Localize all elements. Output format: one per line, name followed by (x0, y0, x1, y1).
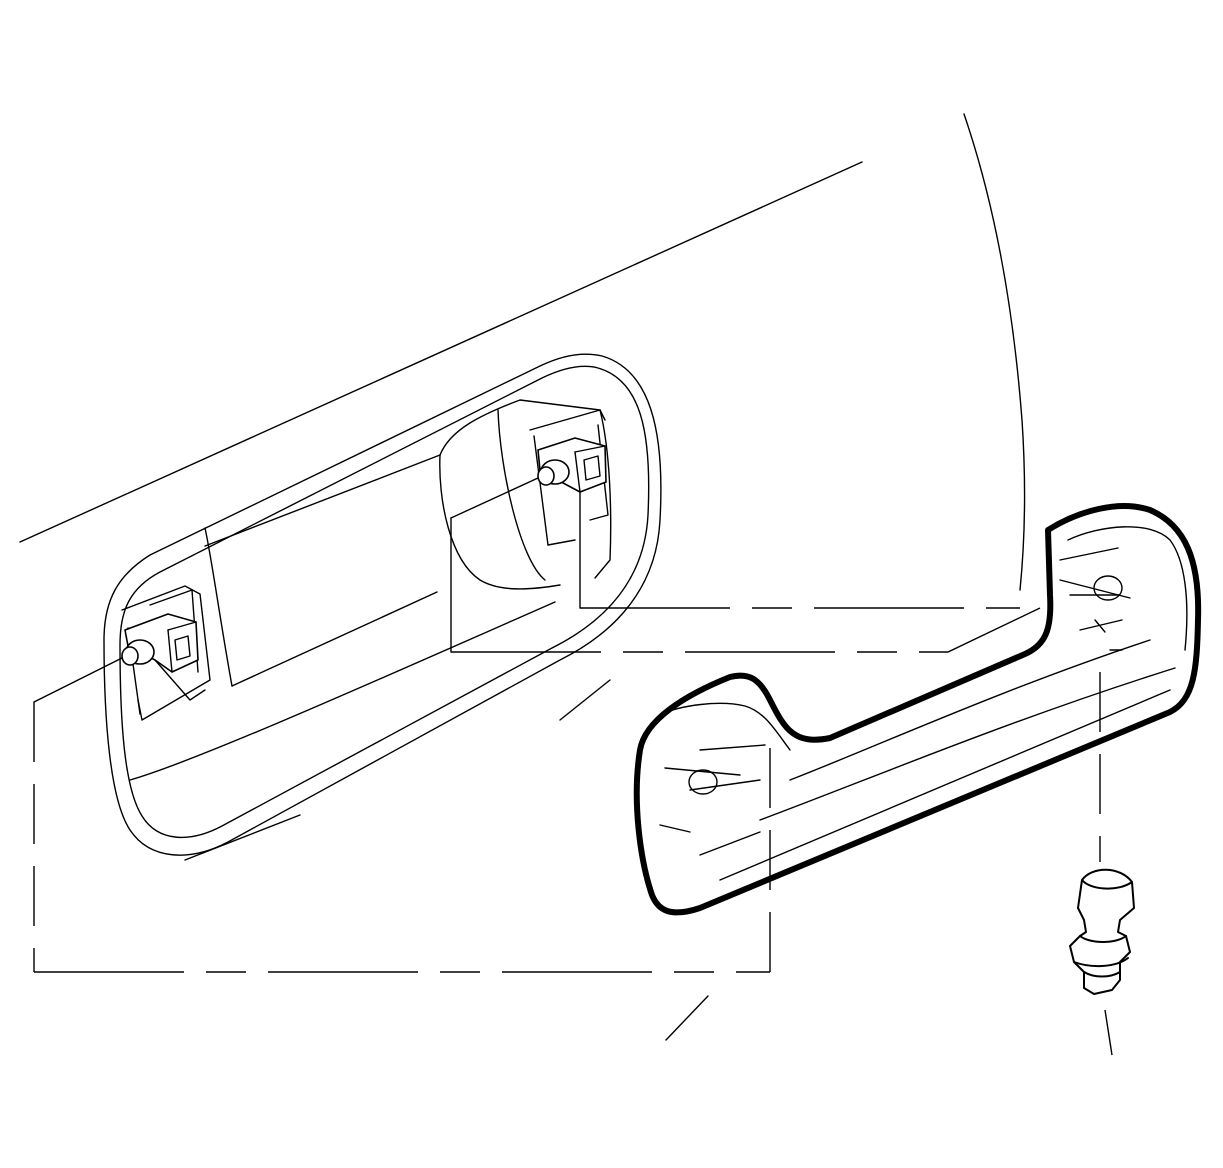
handle-outline (633, 503, 1202, 916)
assist-handle (633, 503, 1202, 916)
panel-edge-lower (665, 995, 709, 1041)
roof-panel (19, 113, 1026, 1041)
recess-outer-outline (103, 353, 662, 856)
panel-edge-upper (19, 161, 863, 543)
recess-inner-outline (119, 365, 650, 839)
assembly-leader-lines (33, 477, 1113, 1056)
handle-mounting-recess (103, 353, 662, 861)
left-mounting-stud (121, 585, 211, 721)
right-mounting-stud (529, 409, 609, 546)
panel-edge-curve (963, 113, 1026, 591)
retaining-clip (1069, 868, 1135, 995)
